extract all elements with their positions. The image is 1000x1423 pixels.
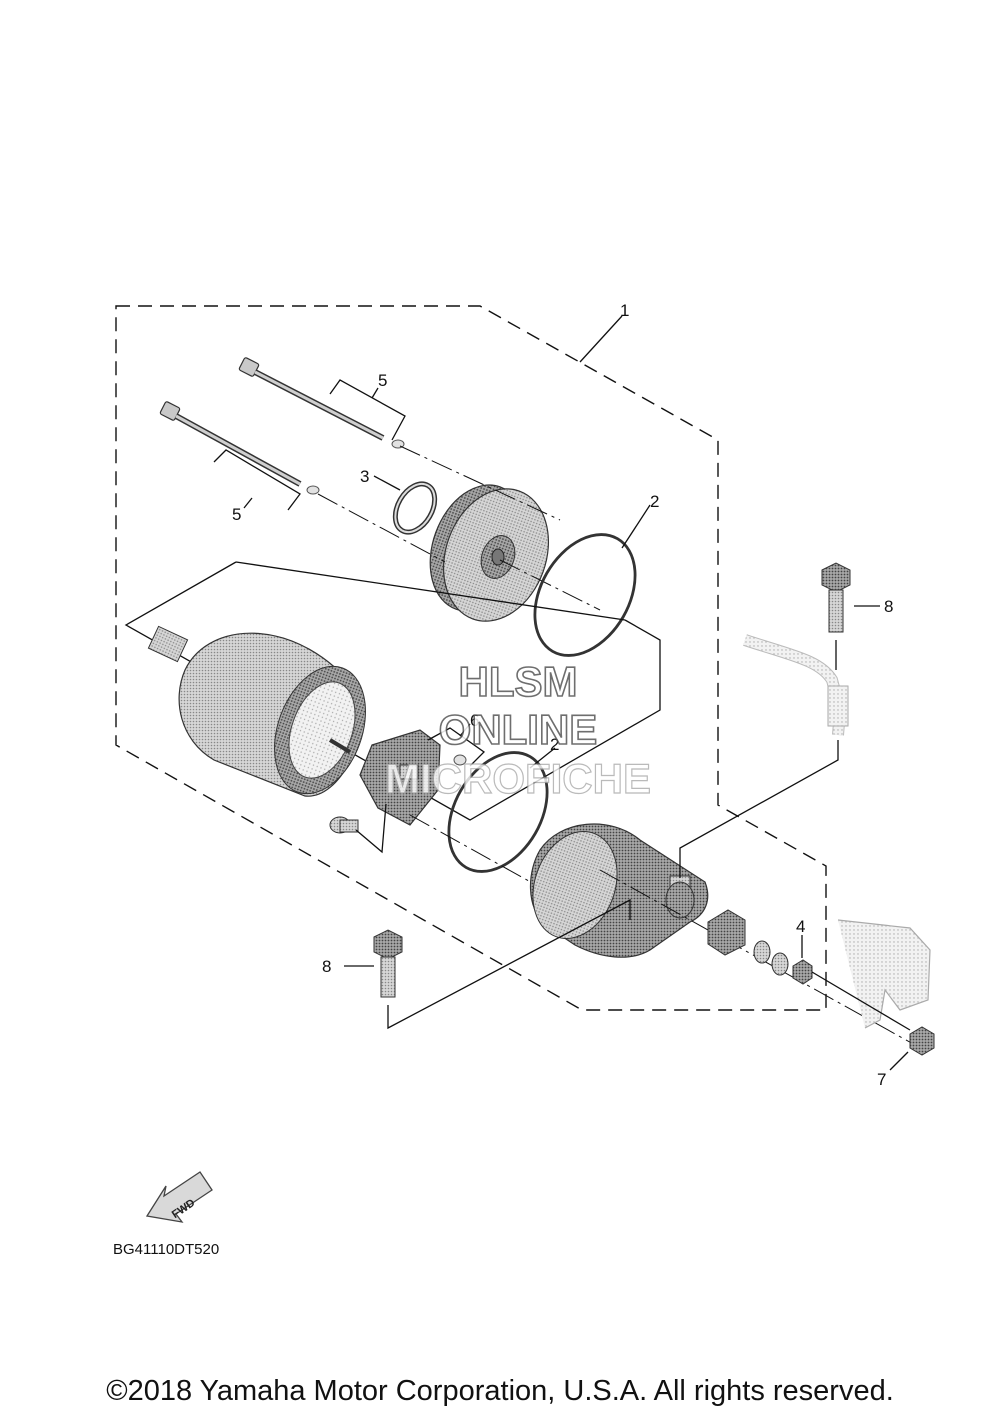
copyright-notice: ©2018 Yamaha Motor Corporation, U.S.A. A…	[106, 1375, 894, 1407]
rear-cover	[429, 484, 550, 622]
leader-line-3	[373, 475, 401, 491]
front-cover-housing	[529, 823, 709, 958]
drawing-code: BG41110DT520	[113, 1241, 219, 1258]
leader-bracket-5-lower	[213, 449, 301, 511]
o-ring-bolt-lower	[306, 485, 320, 495]
callout-7: 7	[877, 1070, 886, 1089]
brush-spring-6	[453, 754, 467, 766]
brush-holder	[359, 729, 441, 826]
leader-line-5-upper	[371, 387, 379, 399]
brush-screw	[329, 816, 359, 834]
callout-8-upper: 8	[884, 597, 893, 616]
nut-7	[909, 1026, 935, 1056]
watermark-line-1: HLSM	[459, 658, 578, 705]
leader-line-7	[889, 1051, 909, 1071]
leader-line-2-upper	[621, 504, 651, 549]
bolt-8-lower	[373, 929, 403, 998]
leader-line-6	[459, 723, 471, 737]
leader-bracket-6	[427, 727, 486, 767]
through-bolt-lower	[159, 401, 302, 487]
watermark-line-2: ONLINE	[439, 706, 598, 753]
callout-6: 6	[470, 711, 479, 730]
terminal-insulator	[707, 909, 746, 956]
starter-cable-lower	[837, 919, 931, 1029]
callout-8-lower: 8	[322, 957, 331, 976]
washer-2	[771, 952, 789, 976]
bolt-8-upper	[821, 562, 851, 633]
callout-2-lower: 2	[550, 735, 559, 754]
callout-5-upper: 5	[378, 371, 387, 390]
leader-line-2-lower	[529, 747, 556, 769]
armature	[147, 625, 366, 797]
axis-line-cover-ring	[499, 559, 601, 611]
axis-line-upper	[399, 445, 561, 521]
callout-4: 4	[796, 917, 805, 936]
callout-1: 1	[620, 301, 629, 320]
callout-3: 3	[360, 467, 369, 486]
assembly-boundary-outline	[115, 305, 827, 1011]
watermark-line-3: MICROFICHE	[385, 755, 651, 802]
bolt-8-lower-guide	[387, 898, 631, 1030]
o-ring-2-upper	[533, 533, 637, 657]
o-ring-2-lower	[447, 751, 549, 873]
housing-bolt-hole-guide	[679, 740, 839, 878]
cable-route-line-lower	[811, 971, 911, 1031]
callout-2-upper: 2	[650, 492, 659, 511]
forward-direction-arrow: FWD	[145, 1171, 213, 1223]
washer-1	[753, 940, 771, 964]
leader-line-1	[579, 315, 623, 363]
nut-4	[792, 959, 813, 985]
axis-line-lower	[317, 493, 446, 563]
leader-bracket-screw	[355, 803, 387, 854]
armature-group-leader	[235, 561, 626, 621]
leader-line-5-lower	[243, 497, 253, 509]
starter-cable-upper	[743, 634, 849, 736]
through-bolt-upper	[238, 357, 385, 441]
callout-5-lower: 5	[232, 505, 241, 524]
armature-group-bracket	[124, 561, 661, 821]
axis-line-brush	[409, 814, 546, 891]
